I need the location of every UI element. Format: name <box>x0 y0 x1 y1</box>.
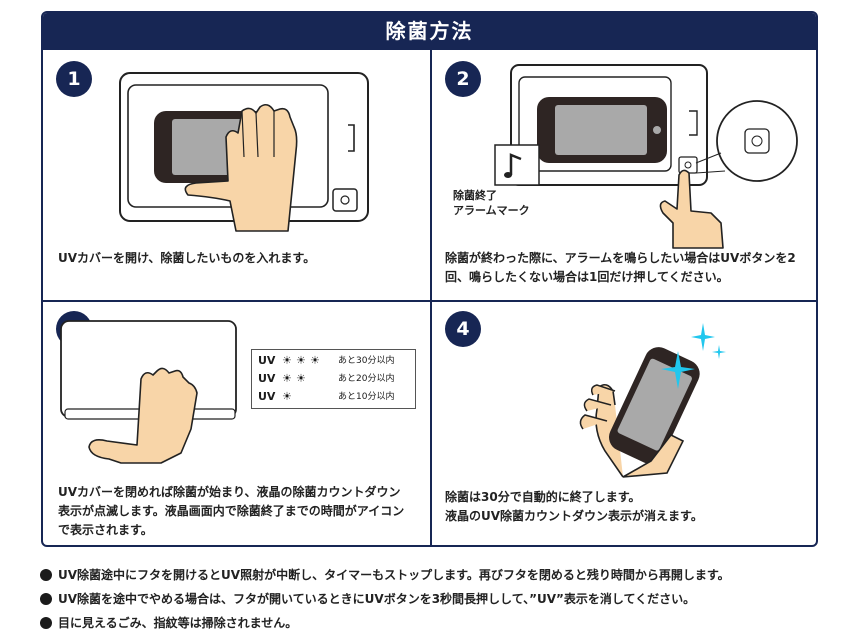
countdown-uv-label: UV <box>258 372 276 385</box>
bullet-icon <box>40 569 52 581</box>
divider-vertical <box>430 50 432 545</box>
sun-icon: ☀ <box>296 372 306 385</box>
note-item: UV除菌を途中でやめる場合は、フタが開いているときにUVボタンを3秒間長押しして… <box>40 587 840 611</box>
step-3-line-2: 表示が点滅します。液晶画面内で除菌終了までの時間がアイコン <box>58 504 405 518</box>
step-2-illustration <box>494 64 798 249</box>
countdown-row: UV ☀ ☀ ☀ あと30分以内 <box>258 353 408 369</box>
alarm-label-line-2: アラームマーク <box>453 204 530 217</box>
step-3-description: UVカバーを閉めれば除菌が始まり、液晶の除菌カウントダウン 表示が点滅します。液… <box>58 483 404 540</box>
step-1-illustration <box>119 72 369 232</box>
step-2-line-1: 除菌が終わった際に、アラームを鳴らしたい場合はUVボタンを2 <box>445 251 796 265</box>
countdown-time: あと20分以内 <box>338 374 395 384</box>
bullet-icon <box>40 593 52 605</box>
step-1-description: UVカバーを開け、除菌したいものを入れます。 <box>58 251 316 265</box>
bullet-icon <box>40 617 52 629</box>
step-3-line-3: で表示されます。 <box>58 523 153 537</box>
countdown-time: あと10分以内 <box>338 392 395 402</box>
sun-icon: ☀ <box>310 354 320 367</box>
countdown-row: UV ☀ ☀ あと20分以内 <box>258 371 408 387</box>
note-item: 目に見えるごみ、指紋等は掃除されません。 <box>40 611 840 635</box>
countdown-uv-label: UV <box>258 354 276 367</box>
step-4-description: 除菌は30分で自動的に終了します。 液晶のUV除菌カウントダウン表示が消えます。 <box>445 488 703 526</box>
countdown-time: あと30分以内 <box>338 356 395 366</box>
step-2-number: 2 <box>445 61 481 97</box>
step-4-line-1: 除菌は30分で自動的に終了します。 <box>445 490 641 504</box>
note-text: 目に見えるごみ、指紋等は掃除されません。 <box>58 616 298 630</box>
note-text: UV除菌途中にフタを開けるとUV照射が中断し、タイマーもストップします。再びフタ… <box>58 568 730 582</box>
alarm-label: 除菌終了 アラームマーク <box>453 188 530 218</box>
step-2-line-2: 回、鳴らしたくない場合は1回だけ押してください。 <box>445 270 729 284</box>
step-4-illustration <box>579 323 726 478</box>
notes-list: UV除菌途中にフタを開けるとUV照射が中断し、タイマーもストップします。再びフタ… <box>40 563 840 635</box>
step-3-line-1: UVカバーを閉めれば除菌が始まり、液晶の除菌カウントダウン <box>58 485 401 499</box>
step-2-description: 除菌が終わった際に、アラームを鳴らしたい場合はUVボタンを2 回、鳴らしたくない… <box>445 249 796 287</box>
step-4-number: 4 <box>445 311 481 347</box>
divider-horizontal <box>43 300 816 302</box>
step-1-number: 1 <box>56 61 92 97</box>
note-text: UV除菌を途中でやめる場合は、フタが開いているときにUVボタンを3秒間長押しして… <box>58 592 696 606</box>
step-4-line-2: 液晶のUV除菌カウントダウン表示が消えます。 <box>445 509 703 523</box>
step-3-illustration <box>60 320 237 464</box>
method-panel: 除菌方法 1 UVカバーを開け、除菌したいものを入れます。 2 <box>41 11 818 547</box>
panel-title: 除菌方法 <box>43 13 816 50</box>
alarm-label-line-1: 除菌終了 <box>453 189 497 202</box>
countdown-uv-label: UV <box>258 390 276 403</box>
countdown-row: UV ☀ あと10分以内 <box>258 389 408 405</box>
countdown-display: UV ☀ ☀ ☀ あと30分以内 UV ☀ ☀ あと20分以内 UV ☀ あと10分以内 <box>251 349 416 409</box>
note-item: UV除菌途中にフタを開けるとUV照射が中断し、タイマーもストップします。再びフタ… <box>40 563 840 587</box>
sun-icon: ☀ <box>282 354 292 367</box>
sun-icon: ☀ <box>282 390 292 403</box>
sun-icon: ☀ <box>296 354 306 367</box>
sun-icon: ☀ <box>282 372 292 385</box>
